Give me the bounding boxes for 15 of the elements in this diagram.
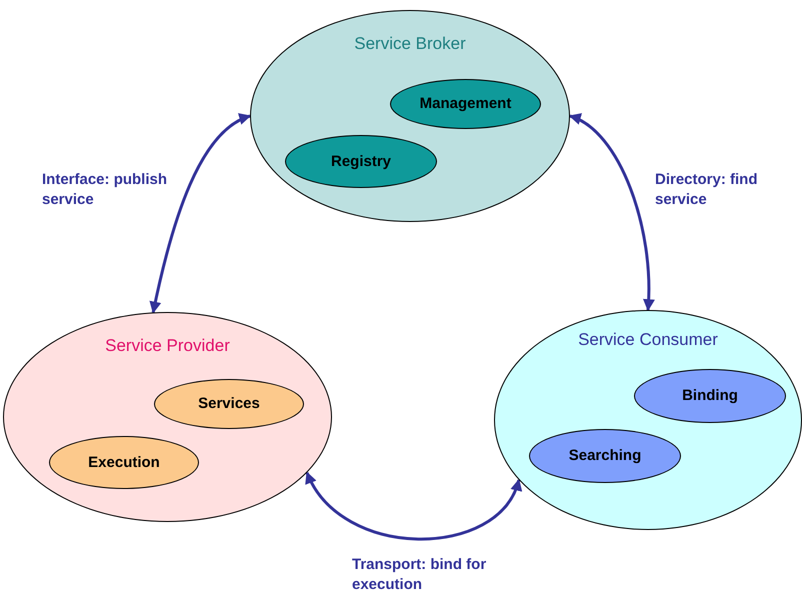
component-title: Service Provider [104, 335, 231, 357]
edge-label: Directory: find service [655, 170, 759, 210]
curved-double-arrow [150, 114, 252, 314]
ellipse-label: Execution [87, 452, 161, 472]
ellipse-label: Services [197, 394, 261, 414]
ellipse-label: Registry [330, 151, 392, 172]
ellipse-label: Management [418, 94, 512, 114]
curved-double-arrow [568, 114, 654, 312]
ellipse-label: Binding [681, 386, 739, 406]
component-title: Service Consumer [577, 329, 719, 351]
curved-double-arrow [306, 472, 520, 540]
component-title: Service Broker [353, 33, 467, 55]
ellipse-label: Searching [568, 446, 642, 466]
edge-label: Transport: bind for execution [352, 555, 488, 595]
edge-label: Interface: publish service [42, 170, 168, 210]
